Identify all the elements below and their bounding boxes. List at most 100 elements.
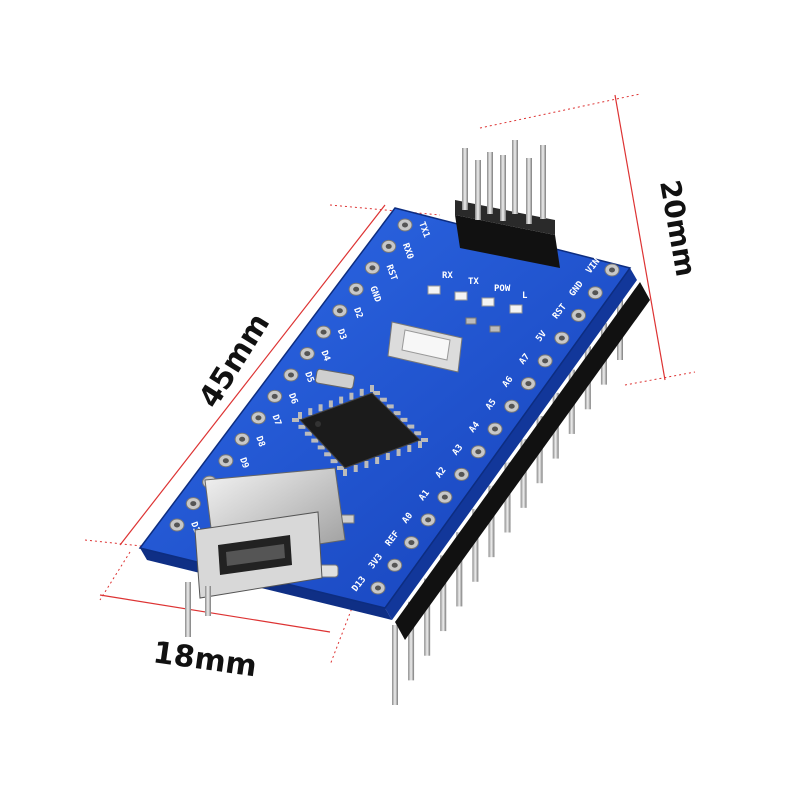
led-tx: [454, 291, 468, 301]
pin-label: D5: [302, 371, 315, 385]
right-header-strip: [395, 282, 650, 640]
chip-leg: [298, 412, 302, 419]
led-label-rx: RX: [442, 271, 453, 281]
chip-leg: [330, 459, 338, 464]
pin-hole: [304, 351, 311, 357]
smd-part: [465, 317, 477, 325]
header-pin-leg: [456, 532, 463, 607]
pin-label: D8: [253, 435, 266, 449]
pin-hole: [190, 501, 197, 507]
chip-leg: [311, 438, 319, 443]
chip-leg: [343, 469, 347, 476]
pin-hole: [369, 265, 376, 271]
chip-body: [299, 392, 421, 469]
led-rx: [427, 285, 441, 295]
chip-leg: [407, 424, 415, 429]
chip-leg: [353, 465, 358, 472]
icsp-plastic: [455, 215, 560, 268]
reset-button: [387, 321, 463, 373]
chip-leg: [328, 400, 333, 408]
pin-hole: [288, 372, 294, 378]
chip-leg: [292, 418, 299, 422]
pin-label: D7: [270, 413, 283, 427]
icsp-header: [455, 140, 560, 268]
pin-label: D2: [351, 306, 364, 320]
dim-guide-18-right: [329, 599, 356, 666]
chip-leg: [308, 408, 313, 416]
pcb-edge-right: [385, 268, 637, 620]
usb-port-tongue: [226, 544, 285, 566]
pin-hole: [542, 358, 549, 364]
pin-label: D3: [335, 328, 348, 342]
pin-hole: [475, 449, 482, 455]
height-label: 20mm: [653, 177, 702, 279]
pin-hole: [441, 494, 448, 500]
led-l: [509, 304, 523, 314]
chip-leg: [373, 391, 380, 395]
chip-pin1-dot: [315, 421, 321, 427]
pin-hole: [320, 329, 327, 335]
dim-line-20: [614, 94, 666, 381]
pin-hole: [575, 312, 582, 318]
chip-leg: [370, 385, 374, 392]
dim-guide-45-top: [329, 204, 441, 216]
chip-leg: [418, 441, 422, 448]
chip-leg: [339, 396, 344, 404]
pin-hole: [336, 308, 343, 314]
chip-leg: [324, 452, 332, 457]
pin-hole: [525, 381, 532, 387]
pin-hole: [239, 436, 246, 442]
led-label-l: L: [522, 291, 528, 301]
pin-hole: [592, 290, 599, 296]
pin-hole: [402, 222, 408, 228]
pin-hole: [492, 426, 498, 432]
pin-hole: [508, 403, 515, 409]
atmega-chip: [292, 385, 428, 476]
header-pin-leg: [392, 625, 398, 705]
chip-leg: [379, 397, 387, 402]
chip-leg: [414, 431, 422, 436]
status-leds: RX TX POW L: [427, 271, 528, 314]
chip-leg: [364, 461, 369, 468]
chip-leg: [318, 404, 323, 412]
pin-hole: [609, 267, 615, 273]
icsp-pin: [500, 155, 506, 221]
chip-leg: [304, 431, 312, 436]
chip-leg: [400, 417, 408, 422]
dim-line-18: [99, 594, 331, 633]
pin-hole: [353, 286, 360, 292]
led-label-tx: TX: [468, 277, 479, 287]
chip-leg: [337, 466, 344, 470]
pin-label: D6: [286, 392, 299, 406]
width-label: 18mm: [151, 635, 259, 684]
icsp-pin: [540, 145, 546, 219]
icsp-pin: [462, 148, 468, 210]
led-label-pow: POW: [494, 284, 511, 294]
chip-leg: [359, 388, 364, 396]
pin-hole: [385, 243, 392, 249]
header-pin-leg: [205, 586, 211, 616]
smd-part: [489, 325, 501, 333]
dim-guide-18-left: [99, 551, 131, 601]
header-pin-leg: [488, 485, 495, 558]
header-plastic: [395, 282, 650, 640]
right-pin-pads: [370, 263, 620, 595]
header-pin-leg: [472, 508, 479, 582]
pin-hole: [375, 585, 381, 591]
header-pin-leg: [408, 601, 415, 681]
header-pin-leg: [440, 555, 447, 632]
chip-legs: [292, 385, 428, 476]
pin-hole: [425, 517, 432, 523]
header-pin-leg: [424, 578, 431, 656]
dim-guide-20-top: [479, 93, 641, 129]
chip-leg: [375, 457, 380, 464]
chip-leg: [349, 392, 354, 400]
pin-hole: [255, 415, 262, 421]
icsp-pin: [475, 160, 481, 220]
icsp-pin: [526, 158, 532, 224]
pin-label: D9: [237, 456, 250, 470]
icsp-pin: [512, 140, 518, 214]
pin-hole: [174, 522, 180, 528]
